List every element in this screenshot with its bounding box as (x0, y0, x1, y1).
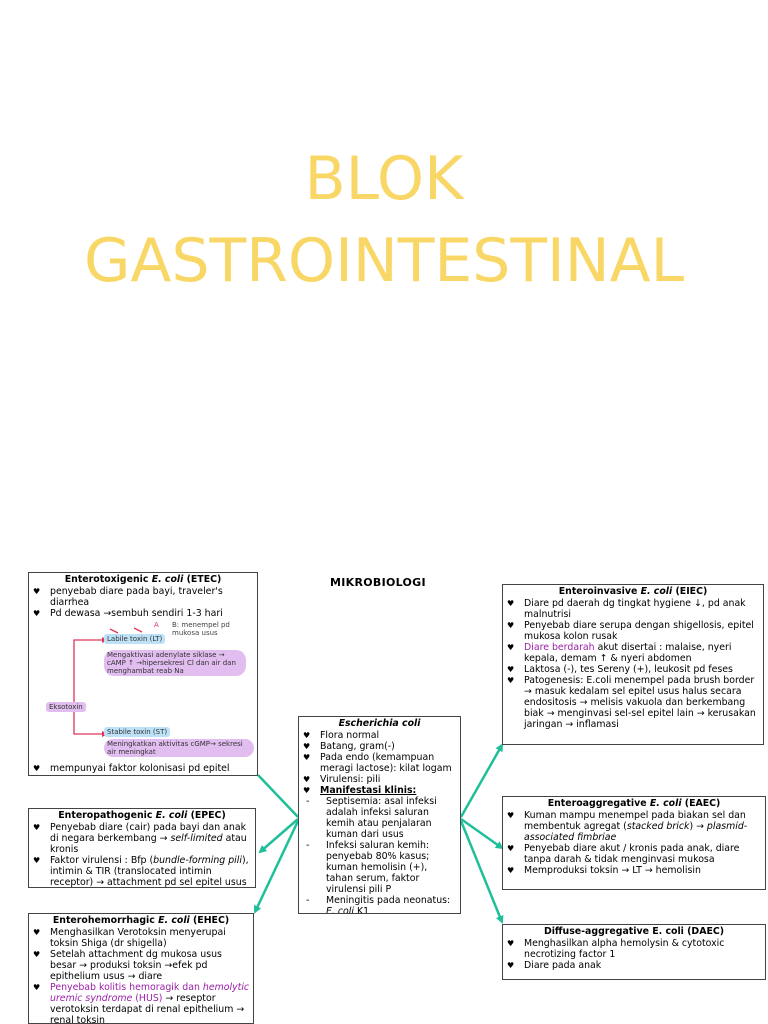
list-item: Menghasilkan alpha hemolysin & cytotoxic… (506, 938, 762, 960)
mikrobiologi-label: MIKROBIOLOGI (330, 576, 426, 589)
list-item: Virulensi: pili (302, 774, 457, 785)
ecoli-title: Escherichia coli (338, 718, 421, 729)
arrow-to-epec (258, 818, 299, 854)
list-item: Penyebab diare akut / kronis pada anak, … (506, 843, 762, 865)
list-item: Pada endo (kemampuan meragi lactose): ki… (302, 752, 457, 774)
list-item: Memproduksi toksin → LT → hemolisin (506, 865, 762, 876)
labile-toxin-desc: Mengaktivasi adenylate siklase → cAMP ↑ … (104, 650, 246, 676)
etec-title: Enterotoxigenic E. coli (ETEC) (64, 574, 222, 585)
list-item: Diare pd daerah dg tingkat hygiene ↓, pd… (506, 598, 760, 620)
ecoli-box: Escherichia coli Flora normal Batang, gr… (298, 716, 461, 914)
title-line-2: GASTROINTESTINAL (83, 226, 685, 296)
list-item: Flora normal (302, 730, 457, 741)
list-item: Menghasilkan Verotoksin menyerupai toksi… (32, 927, 250, 949)
stable-toxin-desc: Meningkatkan aktivitas cGMP→ sekresi air… (104, 739, 254, 757)
list-item: Penyebab kolitis hemoragik dan hemolytic… (32, 982, 250, 1023)
etec-box: Enterotoxigenic E. coli (ETEC) penyebab … (28, 572, 258, 776)
stable-toxin-label: Stabile toxin (ST) (104, 727, 171, 737)
daec-title: Diffuse-aggregative E. coli (DAEC) (543, 926, 725, 937)
diagram-lines (73, 627, 143, 737)
ecoli-k1-line: E. coli K1 (326, 906, 370, 914)
list-item: Batang, gram(-) (302, 741, 457, 752)
list-item: Penyebab diare serupa dengan shigellosis… (506, 620, 760, 642)
arrow-to-eiec (459, 743, 504, 818)
list-item: Diare berdarah akut disertai : malaise, … (506, 642, 760, 664)
list-item: Pd dewasa →sembuh sendiri 1-3 hari (32, 608, 254, 619)
eksotoxin-label: Eksotoxin (46, 702, 86, 712)
list-item: Setelah attachment dg mukosa usus besar … (32, 949, 250, 982)
list-item: Diare pada anak (506, 960, 762, 971)
arrow-to-eaec (460, 817, 504, 850)
list-item: Kuman mampu menempel pada biakan sel dan… (506, 810, 762, 843)
arrow-to-ehec (253, 820, 300, 914)
eiec-title: Enteroinvasive E. coli (EIEC) (558, 586, 708, 597)
epec-title: Enteropathogenic E. coli (EPEC) (58, 810, 226, 821)
slide-title: BLOK GASTROINTESTINAL (0, 138, 768, 302)
list-item: Penyebab diare (cair) pada bayi dan anak… (32, 822, 252, 855)
ehec-title: Enterohemorrhagic E. coli (EHEC) (52, 915, 230, 926)
arrow-to-etec (257, 774, 299, 818)
ehec-box: Enterohemorrhagic E. coli (EHEC) Menghas… (28, 913, 254, 1024)
arrow-to-daec (459, 820, 504, 924)
epec-box: Enteropathogenic E. coli (EPEC) Penyebab… (28, 808, 256, 888)
sub-list-item: Meningitis pada neonatus: (302, 895, 457, 906)
list-item: mempunyai faktor kolonisasi pd epitel us… (32, 763, 254, 775)
eaec-box: Enteroaggregative E. coli (EAEC) Kuman m… (502, 796, 766, 890)
eaec-title: Enteroaggregative E. coli (EAEC) (547, 798, 721, 809)
sub-list-item: Septisemia: asal infeksi adalah infeksi … (302, 796, 457, 840)
list-item: Manifestasi klinis: (302, 785, 457, 796)
toxin-a-label: A (154, 621, 159, 629)
etec-toxin-diagram: A B: menempel pd mukosa usus Labile toxi… (32, 619, 257, 757)
eiec-box: Enteroinvasive E. coli (EIEC) Diare pd d… (502, 584, 764, 745)
list-item: penyebab diare pada bayi, traveler's dia… (32, 586, 254, 608)
toxin-b-label: B: menempel pd mukosa usus (172, 621, 230, 637)
sub-list-item: Infeksi saluran kemih: penyebab 80% kasu… (302, 840, 457, 895)
list-item: Laktosa (-), tes Sereny (+), leukosit pd… (506, 664, 760, 675)
title-line-1: BLOK (304, 144, 464, 214)
daec-box: Diffuse-aggregative E. coli (DAEC) Mengh… (502, 924, 766, 980)
list-item: Faktor virulensi : Bfp (bundle-forming p… (32, 855, 252, 887)
list-item: Patogenesis: E.coli menempel pada brush … (506, 675, 760, 730)
labile-toxin-label: Labile toxin (LT) (104, 634, 166, 644)
